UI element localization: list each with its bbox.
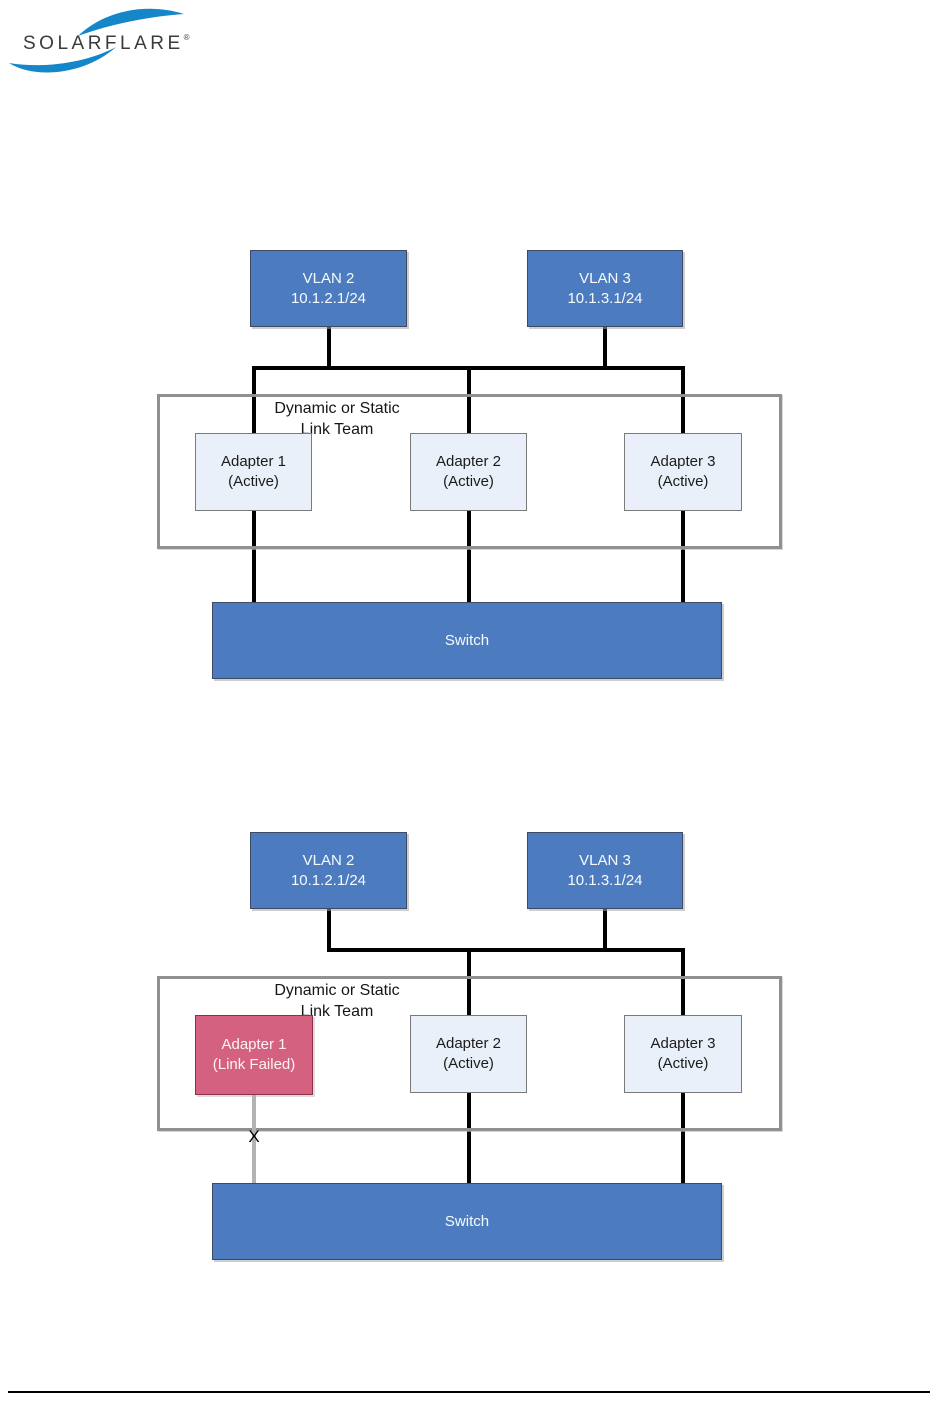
adapter1-status: (Active) [228,473,279,490]
link-team-label-line2: Link Team [300,421,374,438]
connector-adapter3-to-switch [681,1090,685,1185]
vlan3-address: 10.1.3.1/24 [567,871,643,889]
adapter2-box: Adapter 2 (Active) [410,433,527,511]
adapter1-name: Adapter 1 [221,1036,287,1053]
link-team-label-line1: Dynamic or Static [274,400,400,417]
switch-box: Switch [212,1183,722,1260]
connector-adapter2-to-switch [467,508,471,604]
switch-label: Switch [444,1212,490,1230]
link-team-label: Dynamic or Static Link Team [217,980,457,1022]
adapter1-name: Adapter 1 [220,453,287,470]
switch-label: Switch [444,631,490,649]
adapter3-box: Adapter 3 (Active) [624,433,742,511]
connector-bus-to-adapter2 [467,366,471,435]
link-team-label-line1: Dynamic or Static [274,982,400,999]
connector-failed-adapter1-to-switch [252,1093,256,1184]
logo-swoosh-icon [9,8,184,73]
link-team-box [157,394,782,549]
connector-vlan3-to-bus [603,326,607,368]
adapter2-status: (Active) [443,473,494,490]
logo-text: SOLARFLARE® [23,33,190,55]
vlan3-box: VLAN 3 10.1.3.1/24 [527,832,683,909]
link-team-label: Dynamic or Static Link Team [217,398,457,440]
connector-bus-to-adapter1 [252,366,256,435]
connector-vlan2-to-bus [327,908,331,950]
adapter2-box: Adapter 2 (Active) [410,1015,527,1093]
connector-vlan3-to-bus [603,908,607,950]
connector-adapter3-to-switch [681,508,685,604]
solarflare-logo: SOLARFLARE® [6,2,196,82]
connector-vlan2-to-bus [327,326,331,368]
connector-bus [327,948,685,952]
vlan2-address: 10.1.2.1/24 [290,289,367,307]
adapter1-box: Adapter 1 (Active) [195,433,312,511]
connector-bus-to-adapter3 [681,366,685,435]
link-team-label-line2: Link Team [300,1003,374,1020]
link-team-box [157,976,782,1131]
connector-bus-to-adapter2 [467,948,471,1017]
link-failed-x-marker: X [248,1127,260,1146]
registered-mark: ® [183,33,190,42]
adapter3-status: (Active) [657,1055,709,1072]
adapter3-box: Adapter 3 (Active) [624,1015,742,1093]
adapter3-name: Adapter 3 [650,453,716,470]
vlan2-box: VLAN 2 10.1.2.1/24 [250,832,407,909]
vlan2-name: VLAN 2 [302,269,355,287]
switch-box: Switch [212,602,722,679]
adapter2-name: Adapter 2 [435,1035,502,1052]
connector-adapter2-to-switch [467,1090,471,1185]
adapter3-name: Adapter 3 [650,1035,716,1052]
connector-adapter1-to-switch [252,508,256,604]
vlan3-name: VLAN 3 [579,269,631,287]
adapter2-name: Adapter 2 [435,453,502,470]
adapter1-failed-box: Adapter 1 (Link Failed) [195,1015,313,1095]
adapter3-status: (Active) [657,473,709,490]
vlan3-name: VLAN 3 [579,851,631,869]
adapter2-status: (Active) [443,1055,494,1072]
page-bottom-rule [8,1391,930,1393]
vlan3-box: VLAN 3 10.1.3.1/24 [527,250,683,327]
connector-bus-to-adapter3 [681,948,685,1017]
vlan2-address: 10.1.2.1/24 [290,871,367,889]
vlan3-address: 10.1.3.1/24 [567,289,643,307]
adapter1-status: (Link Failed) [212,1056,296,1073]
vlan2-name: VLAN 2 [302,851,355,869]
logo-wordmark: SOLARFLARE [23,33,184,54]
vlan2-box: VLAN 2 10.1.2.1/24 [250,250,407,327]
